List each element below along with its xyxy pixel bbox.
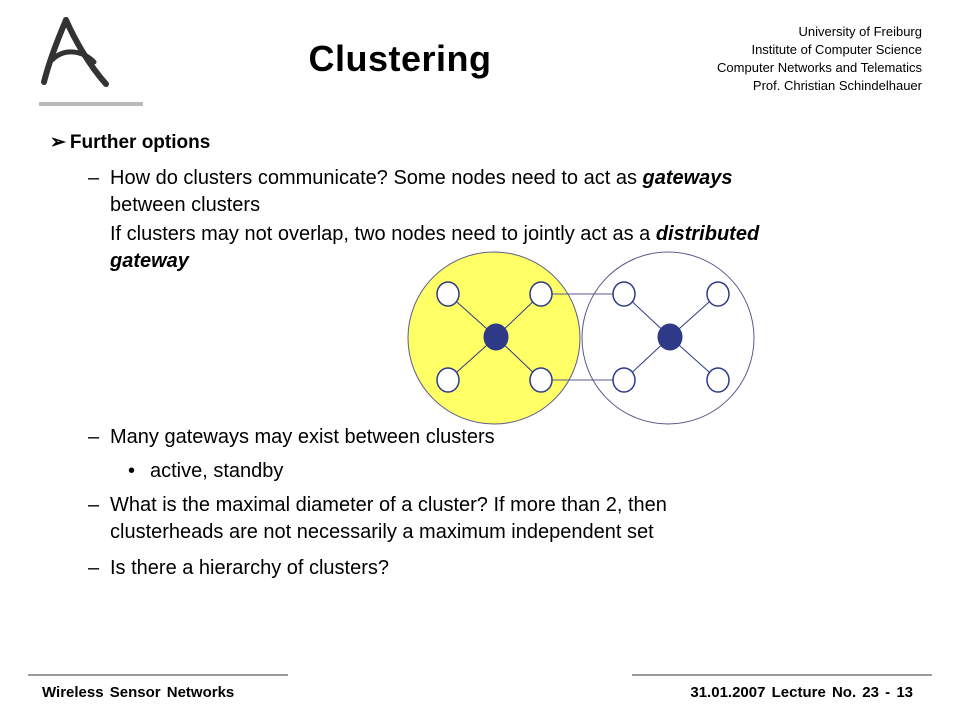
dash-bullet: –: [88, 167, 100, 189]
affiliation-line: University of Freiburg: [798, 24, 922, 39]
emphasis-text: distributed: [655, 223, 760, 245]
cluster-diagram: [398, 242, 766, 444]
gateway-node: [612, 367, 636, 393]
emphasis-text: gateway: [110, 250, 189, 272]
affiliation-line: Prof. Christian Schindelhauer: [752, 78, 922, 93]
arrow-bullet-icon: ➢: [50, 132, 66, 153]
sensor-node: [706, 281, 730, 307]
section-heading: ➢Further options: [50, 132, 211, 153]
footer-lecture-info: 31.01.2007 Lecture No. 23 - 13: [690, 684, 913, 701]
affiliation-line: Institute of Computer Science: [751, 42, 922, 57]
footer-course: Wireless Sensor Networks: [42, 684, 235, 701]
sensor-node: [706, 367, 730, 393]
list-item: –Many gateways may exist between cluster…: [88, 426, 495, 448]
logo: [36, 14, 146, 110]
list-item-continuation: clusterheads are not necessarily a maxim…: [110, 521, 654, 543]
affiliation-block: University of Freiburg Institute of Comp…: [717, 23, 922, 95]
dash-bullet: –: [88, 557, 100, 579]
cluster-right-circle: [581, 251, 755, 425]
university-logo-icon: [39, 17, 143, 106]
clusterhead-node: [483, 323, 509, 351]
dot-bullet: •: [128, 460, 136, 482]
emphasis-text: gateways: [642, 167, 733, 189]
list-item: –Is there a hierarchy of clusters?: [88, 557, 390, 579]
sensor-node: [436, 367, 460, 393]
footer-divider: [632, 674, 932, 676]
gateway-node: [529, 367, 553, 393]
list-item: –How do clusters communicate? Some nodes…: [88, 167, 733, 189]
gateway-node: [529, 281, 553, 307]
clusterhead-node: [657, 323, 683, 351]
list-item-continuation: between clusters: [110, 194, 261, 216]
page-title: Clustering: [308, 38, 492, 79]
sub-list-item: •active, standby: [128, 460, 284, 482]
sensor-node: [436, 281, 460, 307]
affiliation-line: Computer Networks and Telematics: [717, 60, 922, 75]
dash-bullet: –: [88, 426, 100, 448]
footer-divider: [28, 674, 288, 676]
dash-bullet: –: [88, 494, 100, 516]
gateway-node: [612, 281, 636, 307]
list-item: –What is the maximal diameter of a clust…: [88, 494, 667, 516]
list-item-continuation: If clusters may not overlap, two nodes n…: [110, 223, 760, 245]
